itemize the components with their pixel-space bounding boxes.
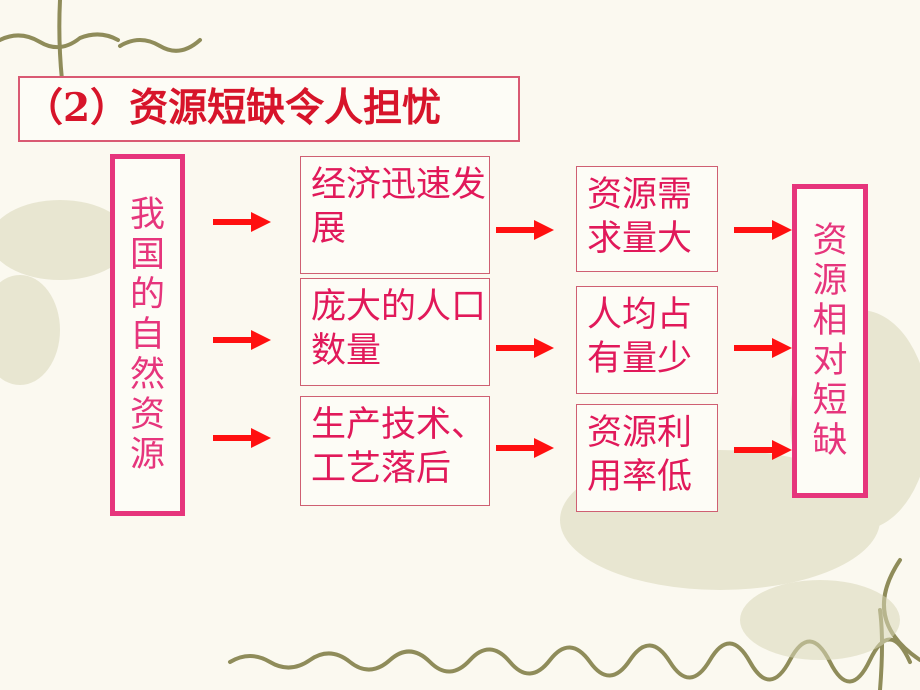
effect-box-2: 人均占有量少 xyxy=(576,286,718,394)
effect-label: 资源需求量大 xyxy=(587,175,693,259)
arrow-right-icon xyxy=(213,330,271,350)
effect-box-3: 资源利用率低 xyxy=(576,404,718,512)
cause-box-3: 生产技术、工艺落后 xyxy=(300,396,490,506)
cause-label: 庞大的人口数量 xyxy=(311,287,487,371)
source-box: 我国的自然资源 xyxy=(110,154,185,516)
arrow-right-icon xyxy=(734,440,792,460)
arrow-right-icon xyxy=(496,438,554,458)
arrow-right-icon xyxy=(496,338,554,358)
cause-box-2: 庞大的人口数量 xyxy=(300,278,490,386)
cause-box-1: 经济迅速发展 xyxy=(300,156,490,274)
cause-label: 生产技术、工艺落后 xyxy=(311,405,487,489)
arrow-right-icon xyxy=(213,212,271,232)
result-box: 资源相对短缺 xyxy=(792,184,868,498)
arrow-right-icon xyxy=(734,220,792,240)
source-label: 我国的自然资源 xyxy=(129,195,165,475)
effect-label: 人均占有量少 xyxy=(587,295,693,379)
effect-label: 资源利用率低 xyxy=(587,413,693,497)
cause-label: 经济迅速发展 xyxy=(311,165,487,249)
effect-box-1: 资源需求量大 xyxy=(576,166,718,272)
arrow-right-icon xyxy=(496,220,554,240)
result-label: 资源相对短缺 xyxy=(812,221,848,461)
arrow-right-icon xyxy=(734,338,792,358)
title-frame xyxy=(18,76,520,142)
arrow-right-icon xyxy=(213,428,271,448)
slide-title: （2）资源短缺令人担忧 xyxy=(24,85,442,131)
